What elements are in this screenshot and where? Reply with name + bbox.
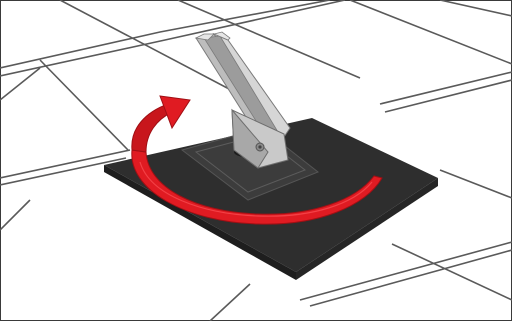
- rail-bracket-icon: [194, 31, 291, 169]
- rotate-arrow-icon: [131, 95, 383, 225]
